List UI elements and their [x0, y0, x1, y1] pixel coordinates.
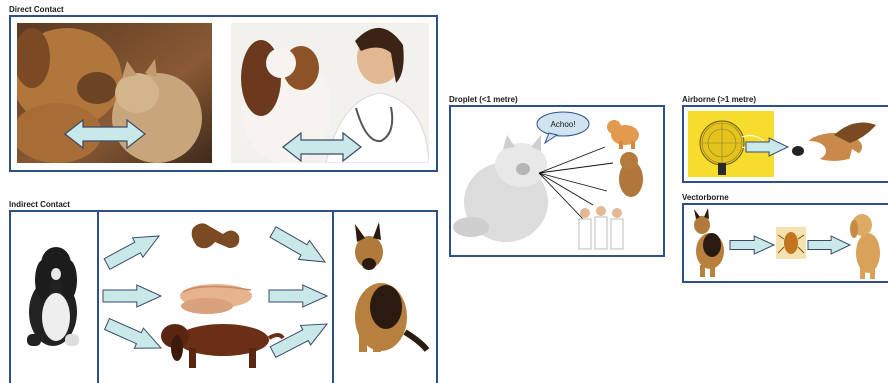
indirect-arrows	[102, 226, 329, 358]
dachshund-icon	[161, 324, 285, 368]
direct-contact-panel	[9, 15, 438, 172]
spaniel-icon	[27, 247, 79, 346]
direct-contact-title: Direct Contact	[9, 5, 64, 14]
vectorborne-panel	[682, 203, 888, 283]
droplet-title: Droplet (<1 metre)	[449, 95, 518, 104]
transmission-arrow	[268, 284, 329, 308]
flea-icon	[777, 232, 805, 254]
transmission-arrow	[269, 226, 327, 263]
german-shepherd-icon	[694, 208, 724, 277]
speech-text: Achoo!	[551, 120, 576, 129]
dog-treat-icon	[191, 223, 240, 249]
indirect-contact-diagram	[27, 212, 430, 383]
transmission-arrow	[269, 323, 329, 358]
vectorborne-diagram	[694, 208, 880, 279]
transmission-arrow	[807, 235, 852, 255]
droplet-diagram: Achoo!	[453, 111, 643, 250]
double-arrow	[282, 131, 362, 163]
transmission-arrow	[745, 137, 790, 157]
speech-bubble	[536, 111, 590, 145]
beagle-icon	[792, 122, 888, 181]
transmission-arrow	[103, 235, 161, 270]
golden-retriever-icon	[850, 214, 880, 279]
indirect-contact-panel	[9, 210, 438, 383]
transmission-arrow	[102, 284, 163, 308]
indirect-contact-title: Indirect Contact	[9, 200, 70, 209]
airborne-title: Airborne (>1 metre)	[682, 95, 757, 104]
persian-cat-icon	[453, 135, 548, 242]
airborne-panel	[682, 105, 888, 183]
people-icon	[578, 206, 624, 250]
german-shepherd-icon	[355, 222, 430, 352]
spray-lines	[538, 146, 614, 220]
vectorborne-title: Vectorborne	[682, 193, 729, 202]
double-arrow	[64, 118, 146, 150]
dog-icon	[619, 152, 643, 197]
dog-icon	[17, 28, 122, 163]
airborne-diagram	[688, 111, 888, 181]
vet-and-spaniel-photo	[231, 23, 429, 163]
fan-icon	[699, 120, 767, 175]
cat-icon	[607, 120, 639, 149]
transmission-arrow	[729, 235, 776, 255]
hands-icon	[180, 284, 252, 314]
droplet-panel: Achoo!	[449, 105, 665, 257]
dog-and-cat-photo	[17, 23, 212, 163]
transmission-arrow	[103, 317, 163, 349]
spaniel-icon	[241, 40, 331, 163]
